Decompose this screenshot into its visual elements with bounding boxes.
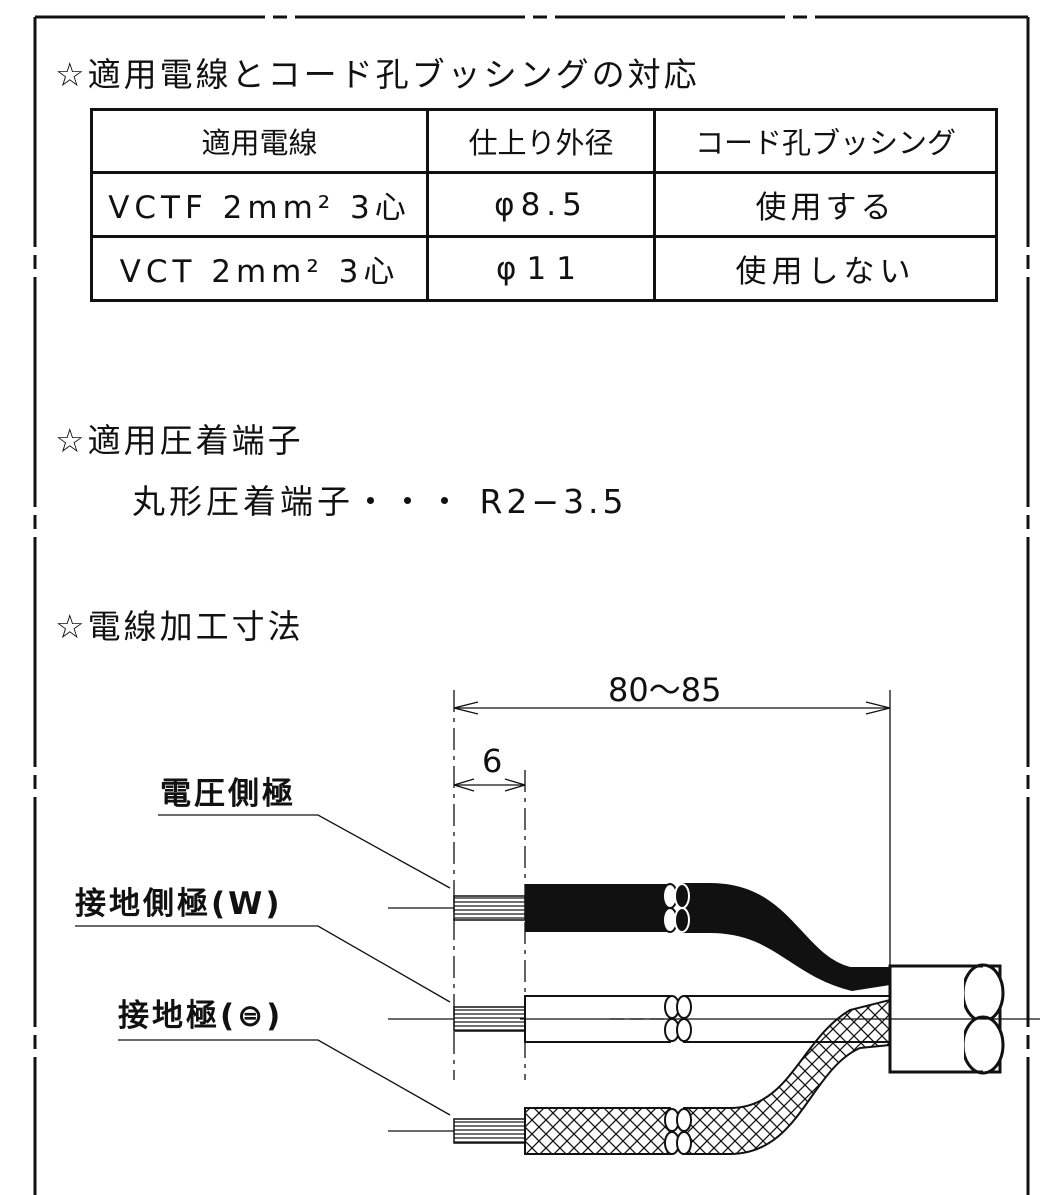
label-earth-pole: 接地極(⊜): [118, 998, 284, 1034]
leader-voltage: [158, 814, 451, 889]
table-header-row: 適用電線 仕上り外径 コード孔ブッシング: [90, 108, 998, 174]
heading-wire-bushing: ☆適用電線とコード孔ブッシングの対応: [55, 55, 700, 94]
dimension-total-label: 80～85: [608, 671, 722, 709]
heading-wire-processing: ☆電線加工寸法: [55, 607, 304, 646]
crimp-terminal-spec: 丸形圧着端子・・・ R2−3.5: [132, 482, 628, 521]
leader-ground-side: [75, 925, 451, 1003]
conductor-earth: [453, 1118, 526, 1144]
wire-spec-table: 適用電線 仕上り外径 コード孔ブッシング VCTF 2mm² 3心 φ8.5 使…: [90, 108, 998, 302]
header-cell: 適用電線: [90, 108, 429, 174]
dimension-strip: [453, 778, 526, 792]
label-voltage-pole: 電圧側極: [160, 776, 296, 812]
header-cell: 仕上り外径: [426, 108, 656, 174]
table-cell: φ8.5: [426, 171, 656, 238]
table-row: VCTF 2mm² 3心 φ8.5 使用する: [90, 171, 998, 238]
conductor-ground-side: [453, 1006, 526, 1032]
header-cell: コード孔ブッシング: [653, 108, 998, 174]
table-cell: 使用する: [653, 171, 998, 238]
dimension-strip-label: 6: [482, 742, 503, 780]
wire-voltage-black: [525, 883, 891, 992]
label-ground-side-pole: 接地側極(W): [75, 886, 283, 922]
conductor-voltage: [453, 895, 526, 921]
table-row: VCT 2mm² 3心 φ11 使用しない: [90, 235, 998, 302]
table-cell: VCTF 2mm² 3心: [90, 171, 429, 238]
table-cell: φ11: [426, 235, 656, 302]
wire-earth-hatched: [524, 998, 891, 1155]
heading-crimp-terminal: ☆適用圧着端子: [55, 421, 304, 460]
table-cell: VCT 2mm² 3心: [90, 235, 429, 302]
dimension-total: [453, 701, 891, 715]
table-cell: 使用しない: [653, 235, 998, 302]
leader-earth: [118, 1039, 451, 1116]
